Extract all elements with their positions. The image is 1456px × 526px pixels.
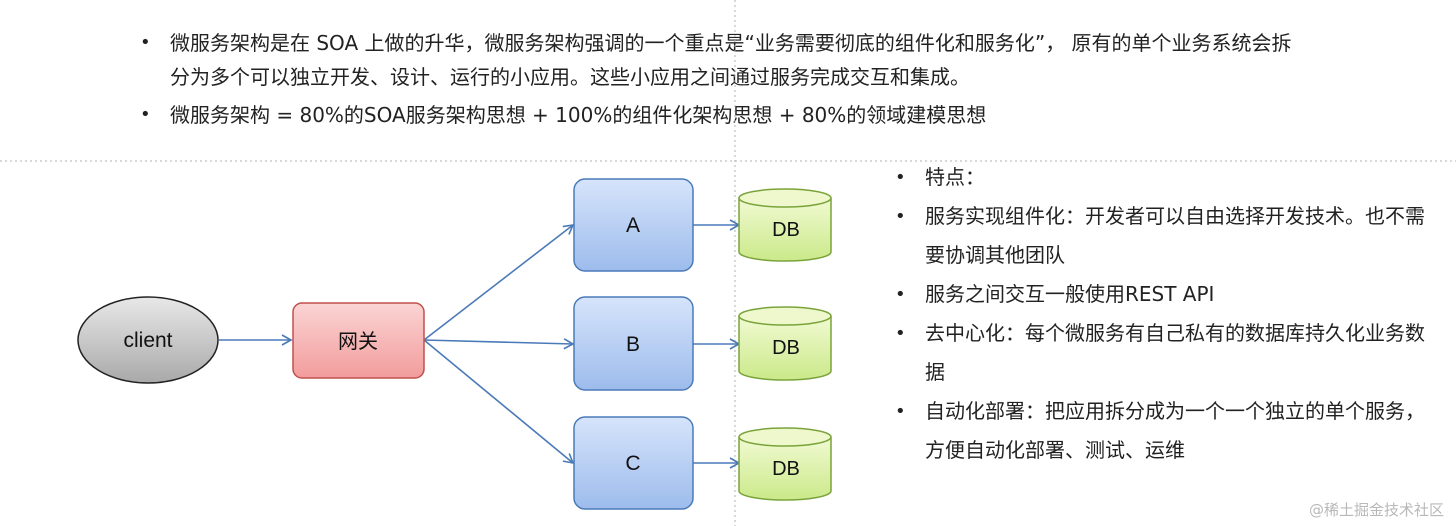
feature-item: • 特点：	[895, 158, 1440, 197]
database-label-a: DB	[772, 219, 800, 241]
top-bullet-text-1: 微服务架构是在 SOA 上做的升华，微服务架构强调的一个重点是“业务需要彻底的组…	[170, 31, 1292, 89]
watermark: @稀土掘金技术社区	[1308, 501, 1444, 519]
top-bullet-1: • 微服务架构是在 SOA 上做的升华，微服务架构强调的一个重点是“业务需要彻底…	[140, 26, 1300, 94]
client-node: client	[77, 296, 219, 384]
feature-text: 去中心化：每个微服务有自己私有的数据库持久化业务数据	[925, 321, 1425, 384]
feature-item: • 服务之间交互一般使用REST API	[895, 275, 1440, 314]
top-bullet-text-2: 微服务架构 = 80%的SOA服务架构思想 + 100%的组件化架构思想 + 8…	[170, 103, 987, 127]
bullet-dot: •	[895, 167, 906, 188]
feature-item: • 自动化部署：把应用拆分成为一个一个独立的单个服务，方便自动化部署、测试、运维	[895, 392, 1440, 470]
bullet-dot: •	[140, 104, 151, 125]
bullet-dot: •	[895, 206, 906, 227]
gateway-node: 网关	[292, 302, 425, 379]
feature-item: • 服务实现组件化：开发者可以自由选择开发技术。也不需要协调其他团队	[895, 197, 1440, 275]
feature-heading: 特点：	[925, 165, 985, 189]
database-node-b: DB	[738, 306, 832, 381]
service-label-a: A	[626, 214, 640, 237]
features-list: • 特点： • 服务实现组件化：开发者可以自由选择开发技术。也不需要协调其他团队…	[895, 158, 1440, 470]
service-label-b: B	[626, 333, 640, 356]
top-bullet-list: • 微服务架构是在 SOA 上做的升华，微服务架构强调的一个重点是“业务需要彻底…	[140, 26, 1300, 132]
top-bullet-2: • 微服务架构 = 80%的SOA服务架构思想 + 100%的组件化架构思想 +…	[140, 98, 1300, 132]
feature-item: • 去中心化：每个微服务有自己私有的数据库持久化业务数据	[895, 314, 1440, 392]
bullet-dot: •	[895, 284, 906, 305]
feature-text: 服务之间交互一般使用REST API	[925, 282, 1215, 306]
database-node-a: DB	[738, 188, 832, 262]
service-node-c: C	[573, 416, 694, 510]
arrow-gateway-c	[423, 339, 575, 465]
database-label-b: DB	[772, 337, 800, 359]
bullet-dot: •	[895, 401, 906, 422]
bullet-dot: •	[895, 323, 906, 344]
gateway-label: 网关	[338, 329, 378, 353]
service-label-c: C	[625, 452, 640, 475]
feature-text: 服务实现组件化：开发者可以自由选择开发技术。也不需要协调其他团队	[925, 204, 1425, 267]
client-label: client	[123, 329, 172, 352]
feature-text: 自动化部署：把应用拆分成为一个一个独立的单个服务，方便自动化部署、测试、运维	[925, 399, 1425, 462]
arrow-gateway-b	[423, 338, 575, 350]
arrow-gateway-a	[423, 223, 575, 341]
service-node-b: B	[573, 296, 694, 391]
bullet-dot: •	[140, 32, 151, 53]
service-node-a: A	[573, 178, 694, 272]
database-label-c: DB	[772, 458, 800, 480]
database-node-c: DB	[738, 427, 832, 501]
